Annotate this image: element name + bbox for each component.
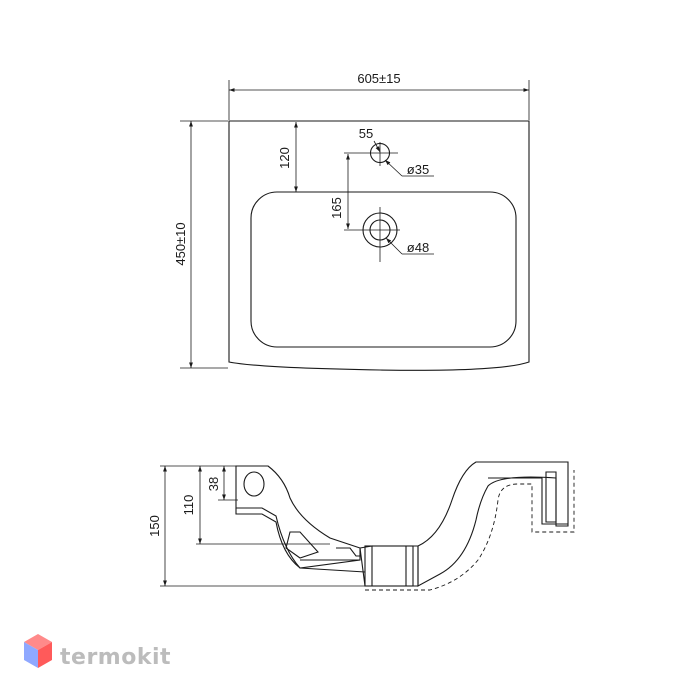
section-left-rim <box>235 465 361 569</box>
section-view: 150 110 38 <box>147 461 575 591</box>
drain-neck-hatch-r <box>405 545 419 587</box>
drain-hole-label: ø48 <box>407 240 429 255</box>
logo-cube-left-icon <box>24 642 38 668</box>
drain-neck <box>364 545 414 587</box>
sink-outline <box>228 120 530 371</box>
overflow-label: 38 <box>206 477 221 491</box>
drain-hole-leader: ø48 <box>385 237 434 255</box>
section-bottom-inner <box>336 547 360 557</box>
height-dimension: 450±10 <box>173 120 228 369</box>
tap-hole-leader: ø35 <box>384 159 434 177</box>
bowl-depth-dimension: 110 <box>181 466 202 544</box>
height-label: 450±10 <box>173 222 188 265</box>
tap-hole-label: ø35 <box>407 162 429 177</box>
width-label: 605±15 <box>357 71 400 86</box>
dashed-mount-bottom <box>365 470 575 591</box>
tap-offset-label: 120 <box>277 147 292 169</box>
overflow-hole <box>243 471 265 497</box>
section-right-slot <box>545 471 557 523</box>
brand-name: termokit <box>60 645 171 670</box>
width-dimension: 605±15 <box>228 71 530 120</box>
total-height-label: 150 <box>147 515 162 537</box>
section-bottom-sweep <box>235 508 366 573</box>
tap-offset-dimension: 120 <box>277 122 298 192</box>
drain-neck-hatch <box>359 545 373 587</box>
logo-cube-right-icon <box>38 642 52 668</box>
brand-logo: termokit <box>24 634 171 670</box>
total-height-dimension: 150 <box>147 466 167 586</box>
overflow-dimension: 38 <box>206 466 226 500</box>
tap-side-dimension: 55 <box>359 126 381 153</box>
tap-to-drain-label: 165 <box>329 197 344 219</box>
basin-outline <box>250 191 517 348</box>
section-right-return <box>488 477 568 525</box>
tap-side-label: 55 <box>359 126 373 141</box>
section-left-foot <box>285 531 319 559</box>
top-view: 605±15 450±10 120 165 55 ø35 <box>173 71 530 371</box>
tap-to-drain-dimension: 165 <box>329 154 350 229</box>
bowl-depth-label: 110 <box>181 495 196 516</box>
